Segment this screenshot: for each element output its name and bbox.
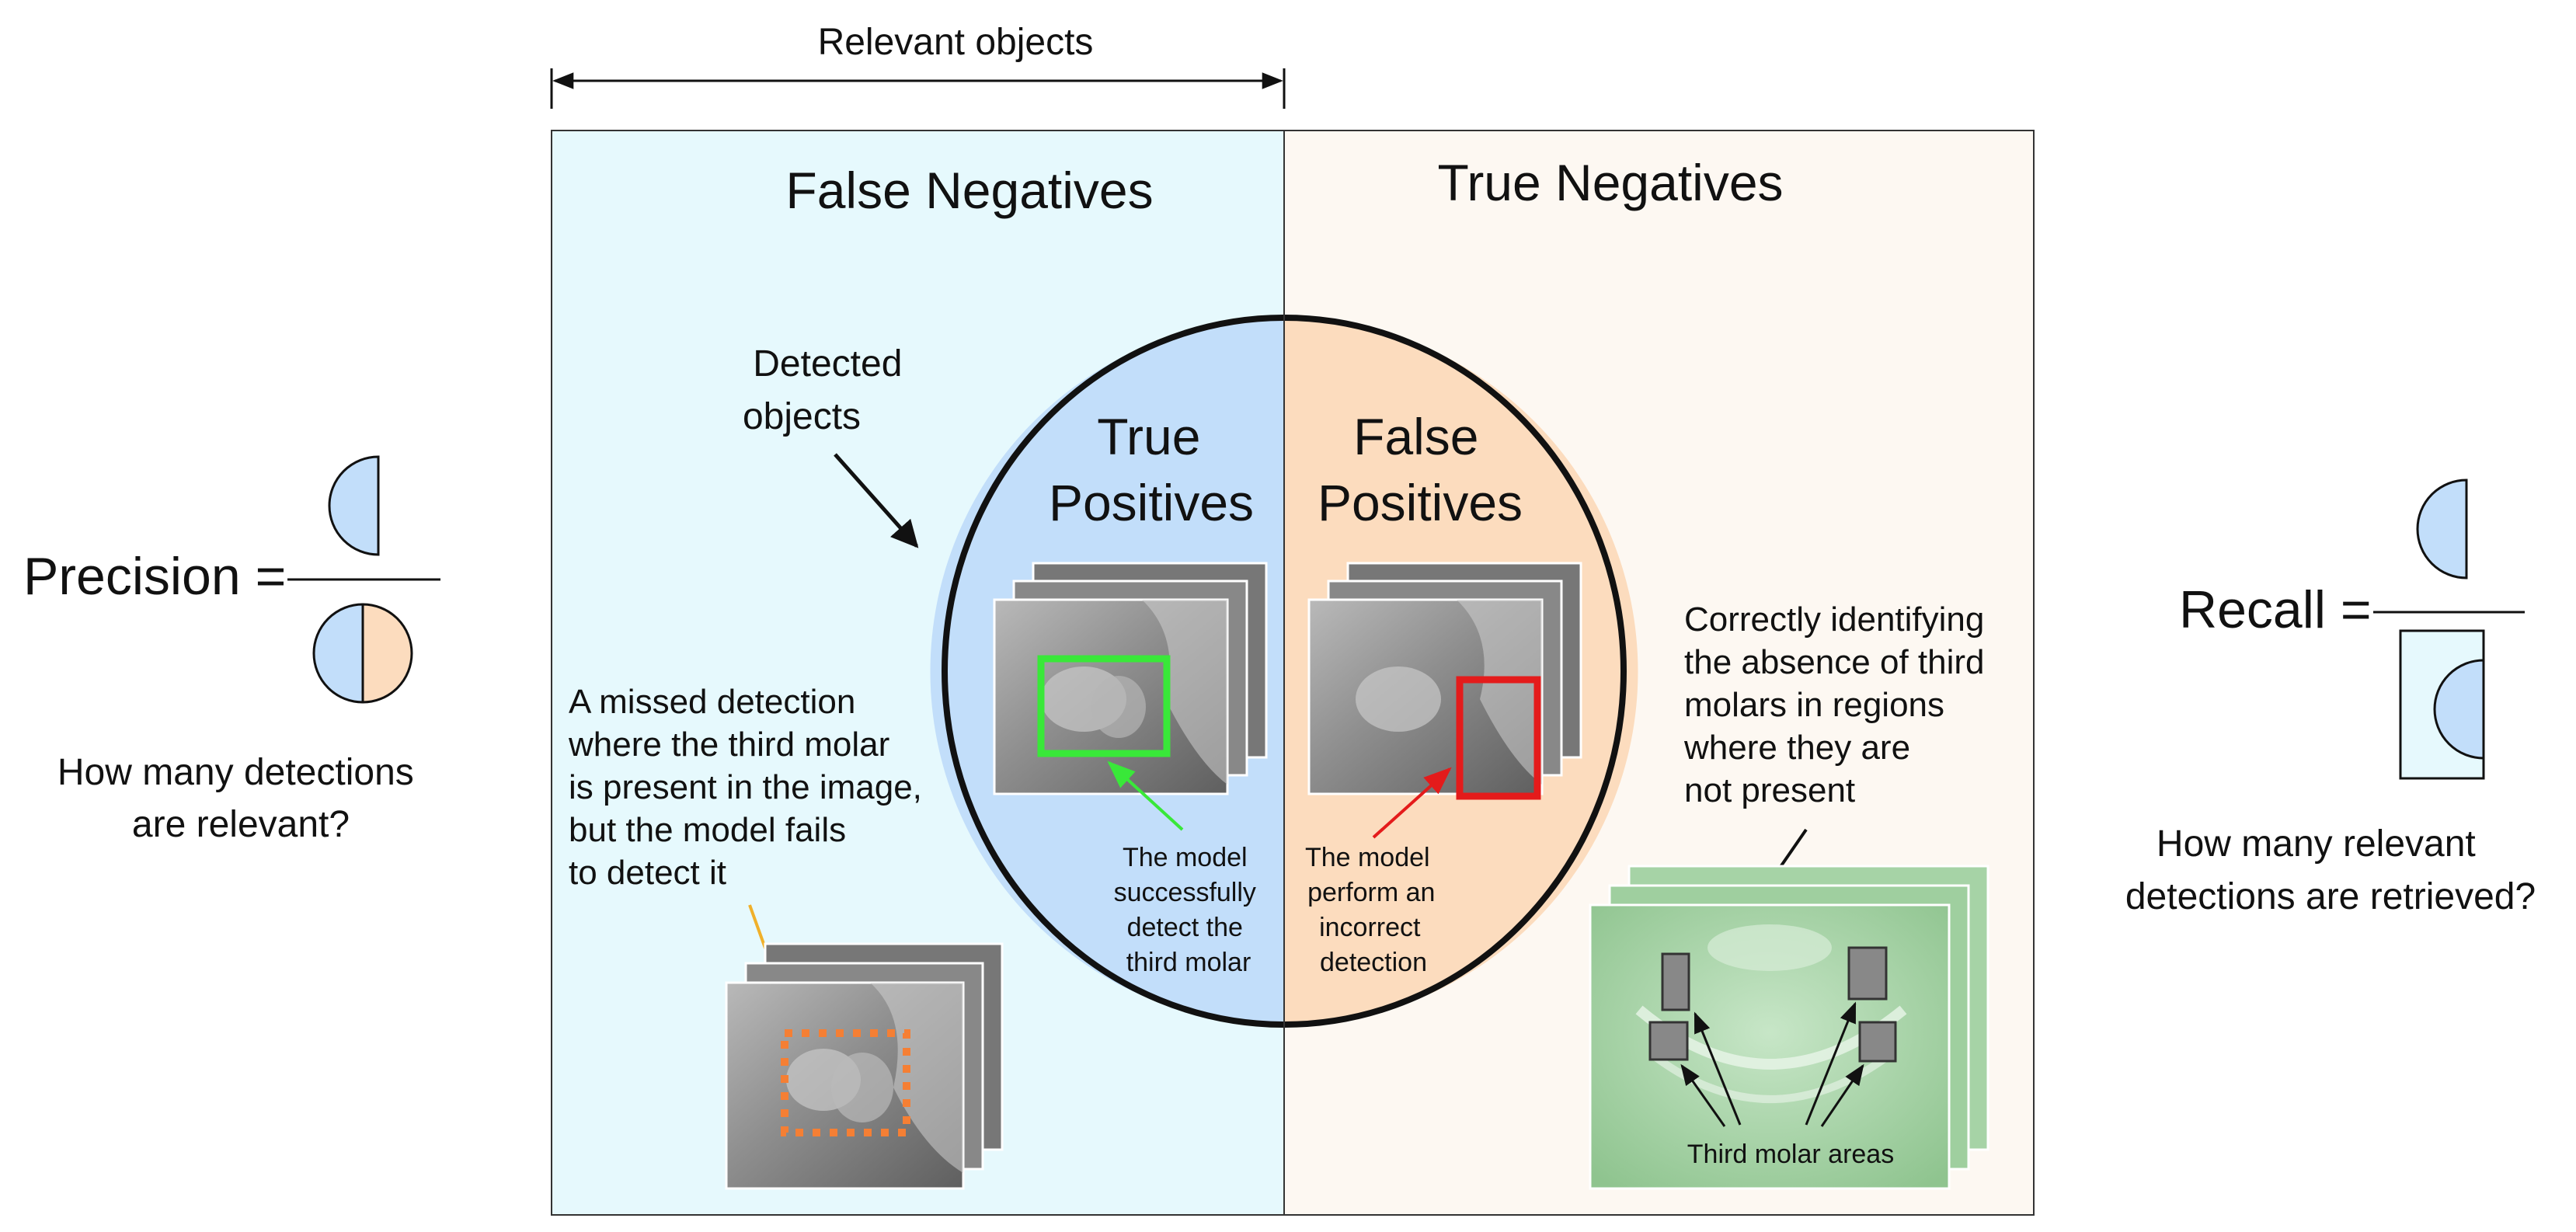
tp-detection-box xyxy=(1037,655,1171,757)
precision-numerator-half-icon xyxy=(328,455,380,556)
true-positives-title: True Positives xyxy=(1049,408,1254,531)
recall-numerator-half-icon xyxy=(2416,479,2468,579)
fp-detection-box xyxy=(1456,676,1541,800)
precision-denominator-right-half-icon xyxy=(361,603,413,704)
tp-xray-stack xyxy=(993,562,1268,795)
precision-question: How many detections are relevant? xyxy=(57,752,424,845)
missed-detection-note: A missed detection where the third molar… xyxy=(568,683,931,892)
recall-label: Recall = xyxy=(2179,580,2372,639)
third-molar-area-lower-right xyxy=(1858,1021,1897,1063)
precision-denominator-left-half-icon xyxy=(312,603,364,704)
false-positives-title: False Positives xyxy=(1318,408,1523,531)
fn-xray-stack xyxy=(725,942,1004,1190)
tp-note-arrow xyxy=(1107,760,1184,831)
tn-note: Correctly identifying the absence of thi… xyxy=(1683,600,1994,809)
fp-note-arrow xyxy=(1372,767,1452,839)
third-molar-areas-label: Third molar areas xyxy=(1687,1140,1894,1169)
tp-note: The model successfully detect the third … xyxy=(1114,843,1264,977)
precision-label: Precision = xyxy=(23,547,286,606)
recall-denominator-half-icon xyxy=(2433,659,2485,760)
molar-arrow-1 xyxy=(1680,1063,1726,1127)
molar-arrow-4 xyxy=(1820,1063,1864,1127)
third-molar-area-upper-left xyxy=(1661,952,1690,1011)
detected-objects-arrow xyxy=(834,453,919,548)
relevant-objects-label: Relevant objects xyxy=(818,22,1094,63)
third-molar-area-upper-right xyxy=(1847,946,1888,1001)
false-negatives-title: False Negatives xyxy=(785,162,1153,219)
recall-question: How many relevant detections are retriev… xyxy=(2125,823,2536,917)
molar-arrow-3 xyxy=(1805,1001,1857,1126)
true-negatives-title: True Negatives xyxy=(1437,154,1783,211)
fn-missed-box xyxy=(781,1029,910,1136)
molar-arrow-2 xyxy=(1694,1011,1742,1126)
fp-note: The model perform an incorrect detection xyxy=(1305,843,1443,977)
detected-objects-label: Detected objects xyxy=(743,343,913,437)
third-molar-area-lower-left xyxy=(1648,1021,1689,1061)
